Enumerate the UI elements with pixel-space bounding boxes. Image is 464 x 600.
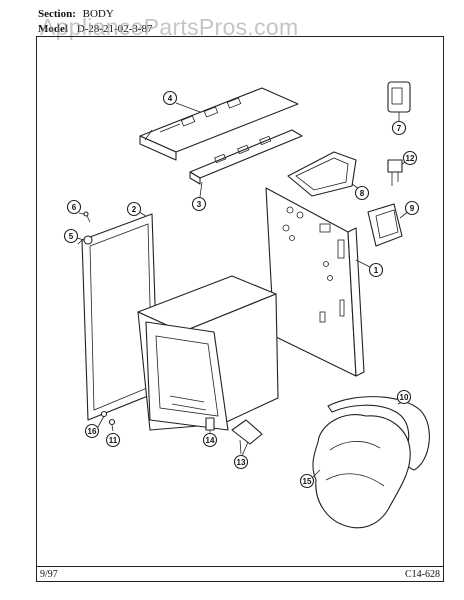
- callout-14-label: 14: [206, 436, 215, 445]
- frame-footer-rule: [36, 566, 444, 567]
- part-9-junction-box: [367, 203, 403, 247]
- callout-3-label: 3: [197, 200, 202, 209]
- part-16-11-screws: [100, 410, 116, 426]
- section-heading: Section: BODY: [38, 8, 114, 20]
- callout-9: 9: [404, 200, 420, 216]
- watermark: AppliancePartsPros.com: [40, 14, 299, 40]
- callout-10-label: 10: [400, 393, 409, 402]
- part-4-top-bracket: [139, 87, 299, 161]
- part-13-latch: [231, 419, 263, 457]
- part-14-strike: [205, 417, 215, 431]
- callout-8-label: 8: [360, 189, 365, 198]
- callout-11-label: 11: [109, 436, 118, 445]
- callout-3: 3: [191, 196, 207, 212]
- model-heading: Model D-28-21-02-3-87: [38, 23, 152, 35]
- section-label: Section:: [38, 8, 76, 20]
- callout-16: 16: [84, 423, 100, 439]
- part-1-back-panel: [265, 187, 365, 377]
- footer-page-code: C14-628: [405, 569, 440, 580]
- callout-2-label: 2: [132, 205, 137, 214]
- callout-5: 5: [63, 228, 79, 244]
- callout-13: 13: [233, 454, 249, 470]
- model-value: D-28-21-02-3-87: [76, 23, 153, 35]
- callout-4-label: 4: [168, 94, 173, 103]
- part-12-connector: [387, 159, 403, 186]
- callout-2: 2: [126, 201, 142, 217]
- part-3-lower-bracket: [189, 129, 303, 185]
- callout-16-label: 16: [88, 427, 97, 436]
- callout-8: 8: [354, 185, 370, 201]
- callout-13-label: 13: [237, 458, 246, 467]
- part-15-insulation: [312, 414, 411, 529]
- callout-6-label: 6: [72, 203, 77, 212]
- diagram-frame: [36, 36, 444, 582]
- oven-cavity-body: [137, 275, 279, 431]
- section-value: BODY: [82, 8, 114, 20]
- callout-7-label: 7: [397, 124, 402, 133]
- callout-12-label: 12: [406, 154, 415, 163]
- callout-10: 10: [396, 389, 412, 405]
- callout-15-label: 15: [303, 477, 312, 486]
- model-label: Model: [38, 23, 68, 35]
- callout-12: 12: [402, 150, 418, 166]
- part-5-knob: [83, 235, 93, 245]
- callout-5-label: 5: [69, 232, 74, 241]
- callout-1: 1: [368, 262, 384, 278]
- callout-15: 15: [299, 473, 315, 489]
- part-8-cover: [287, 151, 357, 197]
- callout-1-label: 1: [374, 266, 379, 275]
- callout-6: 6: [66, 199, 82, 215]
- callout-4: 4: [162, 90, 178, 106]
- part-6-screw: [83, 211, 91, 223]
- callout-14: 14: [202, 432, 218, 448]
- callout-9-label: 9: [410, 204, 415, 213]
- callout-11: 11: [105, 432, 121, 448]
- callout-7: 7: [391, 120, 407, 136]
- footer-date: 9/97: [40, 569, 58, 580]
- part-7-control-module: [387, 81, 411, 113]
